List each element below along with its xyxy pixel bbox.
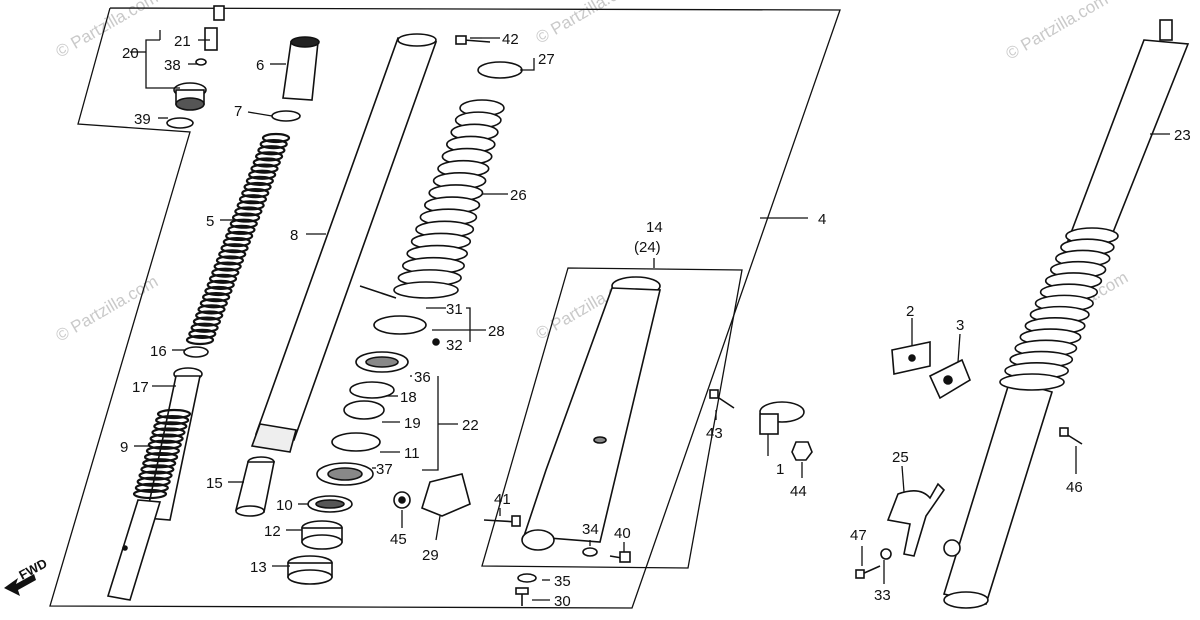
back-up-ring [307, 495, 353, 513]
callout-29: 29 [422, 547, 439, 564]
callout-42: 42 [502, 31, 519, 48]
callout-9: 9 [120, 439, 128, 456]
callout-43: 43 [706, 425, 723, 442]
callout-46: 46 [1066, 479, 1083, 496]
callout-24-parenthetical: (24) [634, 239, 661, 256]
callout-1: 1 [776, 461, 784, 478]
callout-22: 22 [462, 417, 479, 434]
callout-40: 40 [614, 525, 631, 542]
callout-4: 4 [818, 211, 826, 228]
piston-ring [183, 346, 209, 358]
callout-19: 19 [404, 415, 421, 432]
o-ring [166, 117, 194, 129]
slide-bushing [234, 456, 275, 517]
copper-washer [517, 573, 537, 583]
leader-lines [130, 30, 1170, 601]
callout-33: 33 [874, 587, 891, 604]
spacer-tube [282, 36, 320, 101]
guard-bolt [855, 565, 881, 579]
callout-8: 8 [290, 227, 298, 244]
air-valve [195, 5, 225, 66]
watermark: © Partzilla.com [1003, 0, 1112, 63]
boot-lower-clamp [359, 285, 440, 346]
callout-38: 38 [164, 57, 181, 74]
drain-bolt [609, 551, 631, 563]
fwd-arrow: FWD [4, 556, 50, 596]
sub-assembly-outline [481, 267, 743, 569]
callout-26: 26 [510, 187, 527, 204]
callout-37: 37 [376, 461, 393, 478]
rebound-spring [132, 408, 192, 500]
callout-5: 5 [206, 213, 214, 230]
callout-7: 7 [234, 103, 242, 120]
pinch-bolt [483, 515, 521, 527]
callout-16: 16 [150, 343, 167, 360]
sealing-washer [582, 547, 598, 557]
callout-36: 36 [414, 369, 431, 386]
callout-21: 21 [174, 33, 191, 50]
fork-guard [886, 482, 946, 557]
callout-25: 25 [892, 449, 909, 466]
callout-47: 47 [850, 527, 867, 544]
inner-fork-tube [250, 33, 438, 453]
callout-17: 17 [132, 379, 149, 396]
fork-spring [185, 132, 291, 346]
callout-39: 39 [134, 111, 151, 128]
fork-assembly [942, 19, 1190, 609]
callout-14: 14 [646, 219, 663, 236]
callout-10: 10 [276, 497, 293, 514]
guide-bushing [301, 520, 343, 550]
callout-18: 18 [400, 389, 417, 406]
callout-3: 3 [956, 317, 964, 334]
callout-6: 6 [256, 57, 264, 74]
assembly-outline [49, 7, 841, 609]
fork-boot [393, 99, 505, 299]
callout-23: 23 [1174, 127, 1191, 144]
reflector [928, 358, 971, 400]
callout-41: 41 [494, 491, 511, 508]
axle-holder [393, 473, 471, 517]
oil-seal [287, 555, 333, 585]
callout-20: 20 [122, 45, 139, 62]
callout-2: 2 [906, 303, 914, 320]
washer [271, 110, 301, 122]
callout-32: 32 [446, 337, 463, 354]
callout-labels: 1 2 3 4 5 6 7 8 9 10 11 12 13 14 (24) 15… [120, 31, 1191, 610]
fork-assembly-boot [999, 227, 1119, 391]
callout-45: 45 [390, 531, 407, 548]
clamp-bolt [709, 389, 735, 409]
socket-bolt [515, 587, 529, 606]
watermark: © Partzilla.com [533, 0, 642, 47]
callout-11: 11 [404, 445, 420, 462]
callout-34: 34 [582, 521, 599, 538]
caliper-bolt [1059, 427, 1083, 445]
reflector-bracket [891, 341, 931, 375]
callout-12: 12 [264, 523, 281, 540]
seal-stack [316, 351, 409, 486]
callout-28: 28 [488, 323, 505, 340]
callout-15: 15 [206, 475, 223, 492]
guard-collar [880, 548, 892, 560]
callout-35: 35 [554, 573, 571, 590]
outer-fork-tube [521, 276, 662, 551]
callout-30: 30 [554, 593, 571, 610]
callout-27: 27 [538, 51, 555, 68]
callout-13: 13 [250, 559, 267, 576]
brake-hose-clamp [759, 401, 805, 435]
callout-31: 31 [446, 301, 463, 318]
clamp-nut [791, 441, 813, 461]
callout-44: 44 [790, 483, 807, 500]
fork-cap [173, 82, 207, 111]
